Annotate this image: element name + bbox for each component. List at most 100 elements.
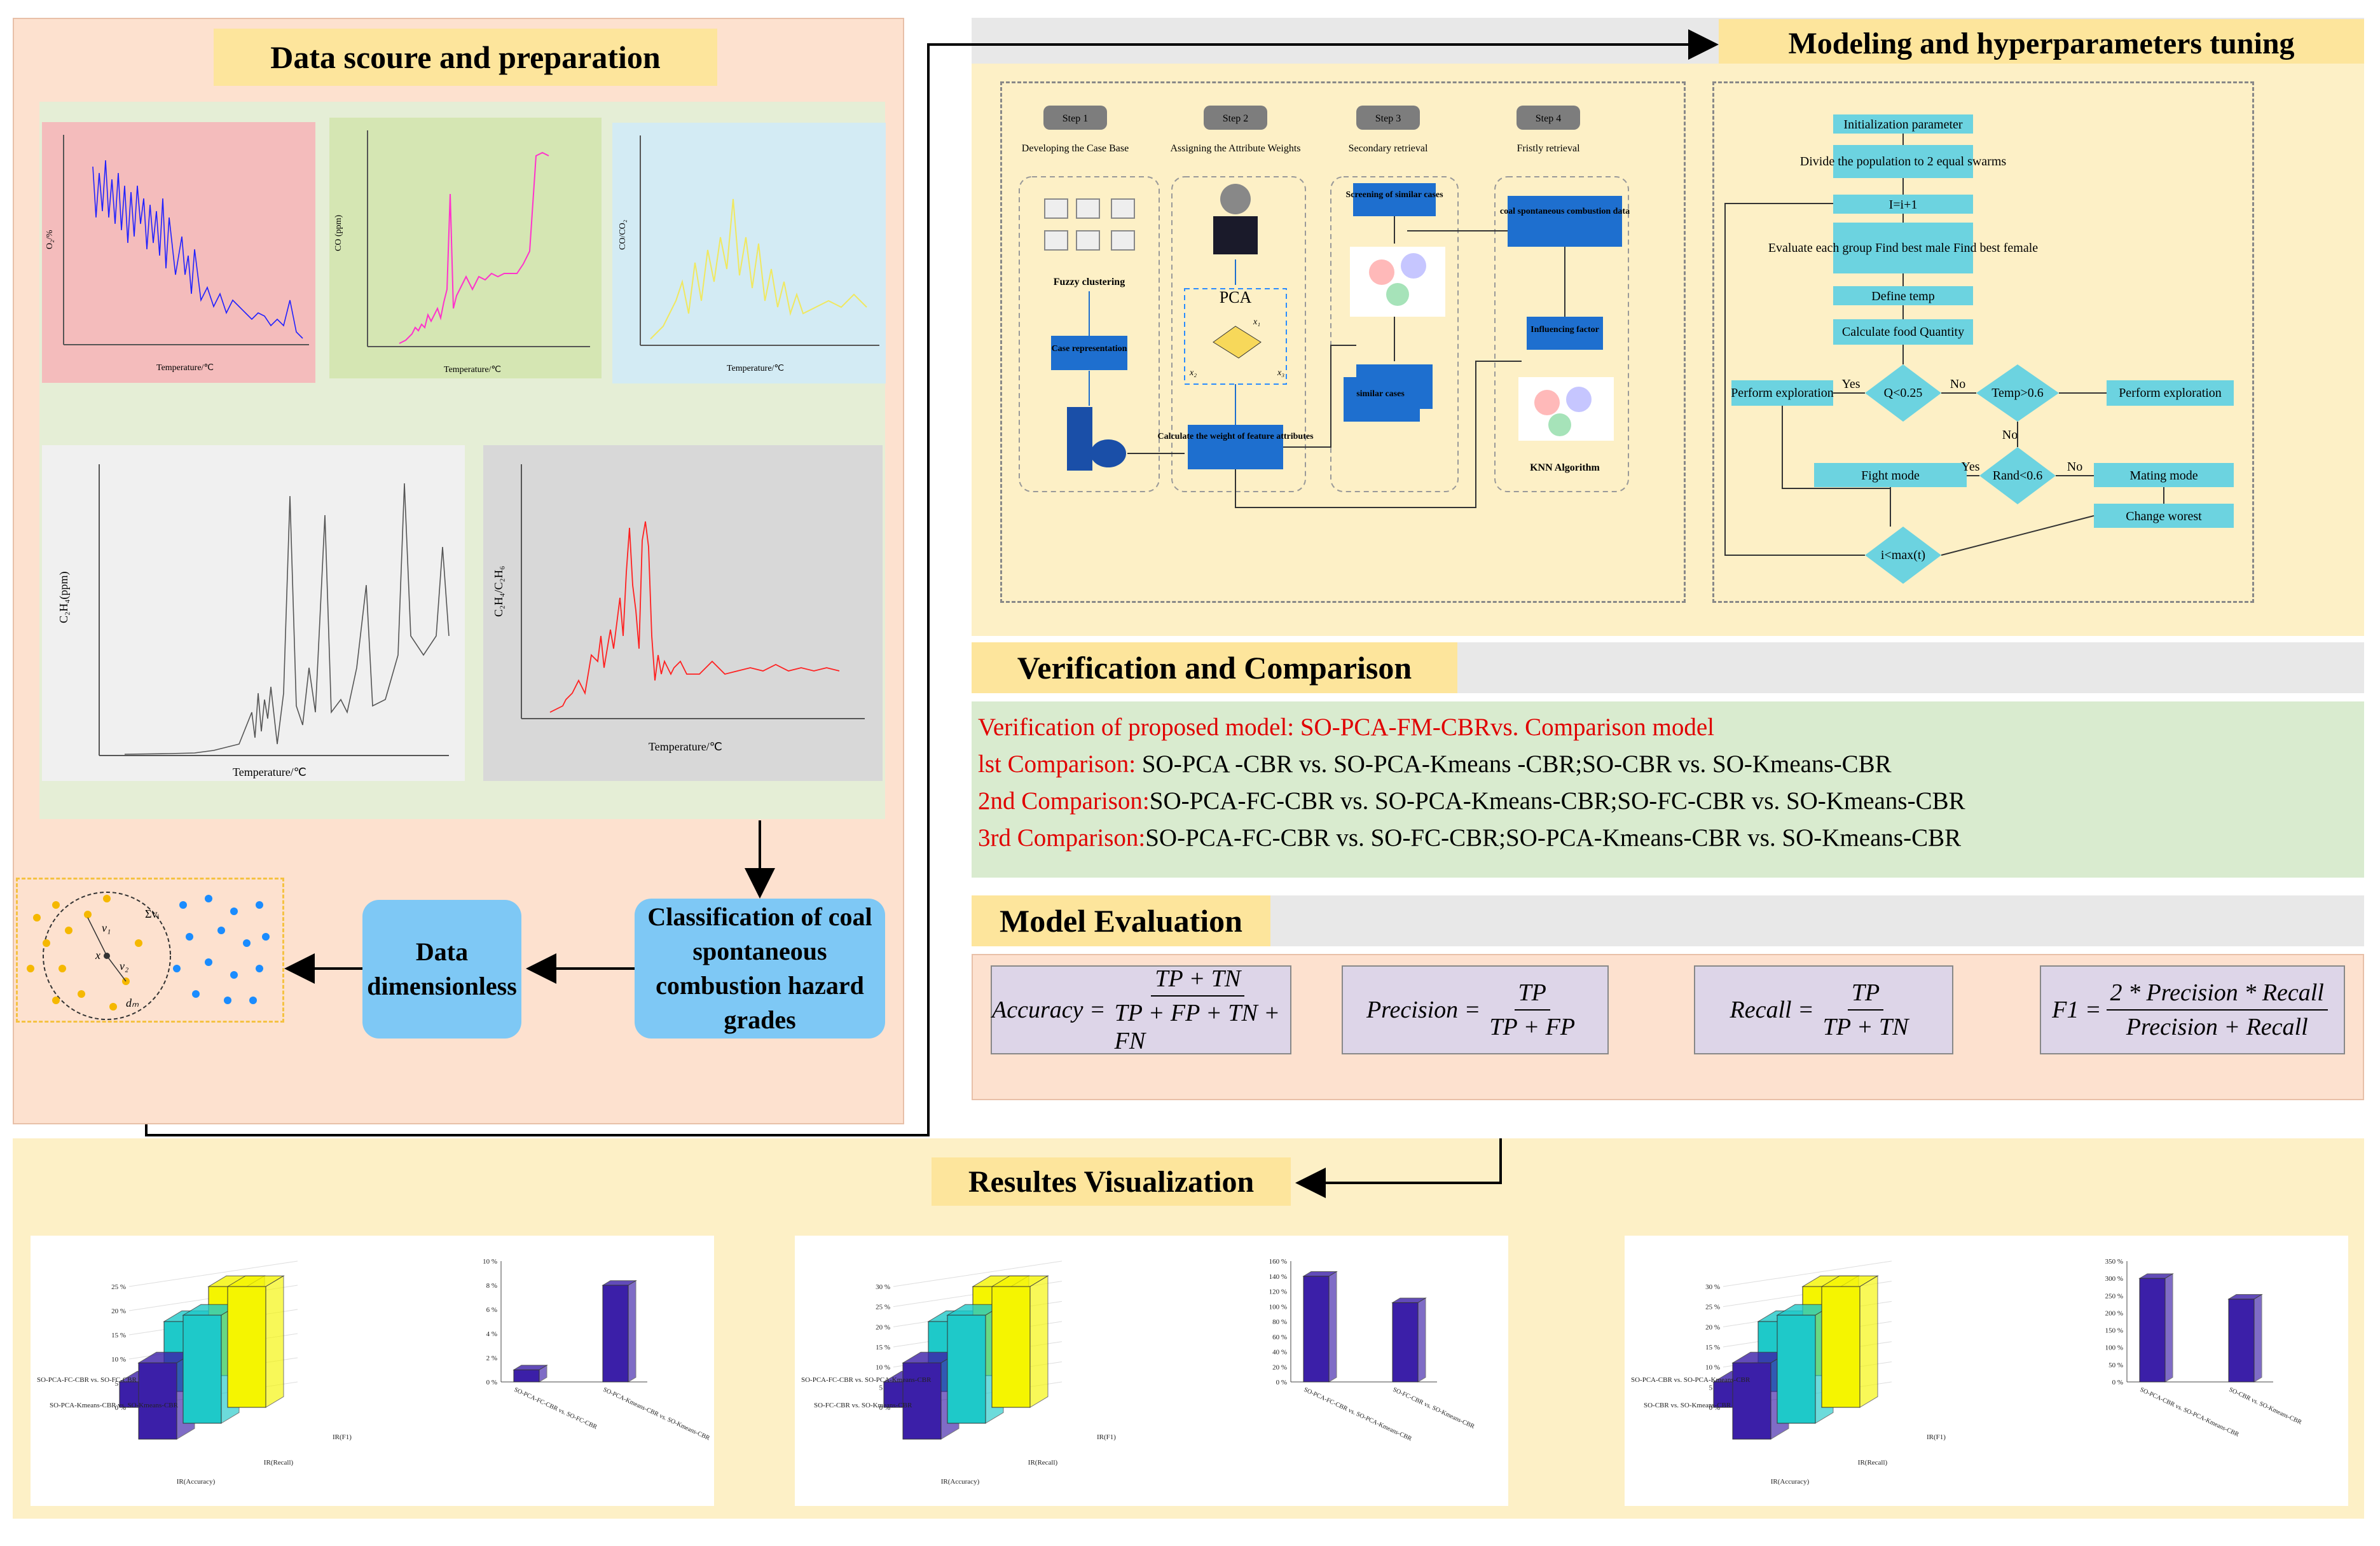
chart2-bar-1-2-front (991, 1286, 1031, 1408)
chart0-cat-0: SO-PCA-FC-CBR vs. SO-FC-CBR (37, 1376, 137, 1384)
chart4-series-0: IR(Accuracy) (1771, 1478, 1810, 1486)
chart1-ytick-0: 0 % (486, 1379, 497, 1386)
precision-num: TP (1514, 979, 1550, 1011)
chart5-ytick-0: 0 % (2112, 1379, 2123, 1386)
co-xlabel: Temperature/℃ (444, 365, 501, 375)
case-representation-label: Case representation (1052, 344, 1127, 354)
chart0-ytick-4: 20 % (111, 1308, 126, 1315)
recall-num: TP (1847, 979, 1884, 1011)
pca-x3: x₃ (1277, 368, 1284, 378)
chart2-bar-1-0-front (902, 1362, 942, 1440)
chart2-ytick-5: 25 % (876, 1304, 890, 1311)
chart4-ytick-5: 25 % (1705, 1304, 1720, 1311)
chart0-bar-1-2-side (265, 1275, 284, 1408)
verification-line-3: 3rd Comparison:SO-PCA-FC-CBR vs. SO-FC-C… (978, 820, 2358, 857)
f1-lhs: F1 (2052, 997, 2079, 1023)
verification-title: Verification and Comparison (972, 642, 1457, 693)
chart0-bar-1-1-front (182, 1315, 222, 1424)
o2-xlabel: Temperature/℃ (156, 363, 214, 373)
chart3-ytick-4: 80 % (1272, 1318, 1287, 1326)
data-prep-title: Data scoure and preparation (214, 29, 717, 86)
so-yes-1: Yes (1841, 377, 1860, 391)
chart4-bar-1-2 (1820, 1275, 1879, 1408)
scatter-x-label: x (95, 949, 100, 962)
so-perform-expl-right: Perform exploration (2119, 386, 2222, 400)
chart4-ytick-2: 10 % (1705, 1364, 1720, 1372)
chart3-ytick-6: 120 % (1269, 1288, 1287, 1296)
chart4-bar-1-2-front (1821, 1286, 1861, 1408)
co-ylabel: CO (ppm) (334, 215, 343, 252)
chart2-series-1: IR(Recall) (1028, 1459, 1058, 1467)
scatter-v2-label: v₂ (120, 960, 128, 972)
chart4-ytick-3: 15 % (1705, 1344, 1720, 1351)
chart4-series-1: IR(Recall) (1858, 1459, 1888, 1467)
step3-caption: Secondary retrieval (1349, 143, 1428, 154)
chart2-cat-1: SO-FC-CBR vs. SO-Kmeans-CBR (814, 1402, 912, 1409)
scatter-illustration: x v₁ v₂ Σvᵢ dₘ (16, 878, 284, 1023)
chart1-bar-0-side (539, 1364, 547, 1383)
database-icon (1090, 439, 1126, 467)
chart1-ytick-4: 8 % (486, 1282, 497, 1290)
scatter-svg: x v₁ v₂ Σvᵢ dₘ (27, 892, 270, 1020)
so-perform-expl-left: Perform exploration (1731, 386, 1834, 400)
so-yes-2: Yes (1961, 460, 1979, 474)
evaluation-title: Model Evaluation (972, 895, 1270, 946)
chart0-ytick-5: 25 % (111, 1283, 126, 1291)
pca-label: PCA (1220, 288, 1252, 307)
chart3-ytick-5: 100 % (1269, 1303, 1287, 1311)
chart2-ytick-2: 10 % (876, 1364, 890, 1372)
coco2-ylabel: CO/CO₂ (618, 219, 628, 250)
chart5-ytick-3: 150 % (2105, 1327, 2123, 1335)
chart5-bar-0-front (2139, 1278, 2166, 1383)
precision-lhs: Precision (1366, 997, 1459, 1023)
scatter-v1-label: v₁ (102, 921, 111, 934)
verification-line-2: 2nd Comparison:SO-PCA-FC-CBR vs. SO-PCA-… (978, 783, 2358, 820)
so-no-1: No (1950, 377, 1965, 391)
chart0-cat-1: SO-PCA-Kmeans-CBR vs. SO-Kmeans-CBR (50, 1402, 179, 1409)
chart3-bar-0 (1302, 1271, 1338, 1383)
verification-line-2-prefix: 2nd Comparison: (978, 787, 1150, 815)
so-iter: I=i+1 (1889, 198, 1918, 212)
coco2-chart-svg: CO/CO₂ Temperature/℃ (618, 135, 879, 373)
so-flowchart: Initialization parameter Divide the popu… (1724, 114, 2234, 584)
o2-chart: O₂/% Temperature/℃ (42, 122, 315, 383)
so-temp: Temp>0.6 (1991, 386, 2044, 400)
accuracy-den: TP + FP + TN + FN (1114, 1000, 1280, 1054)
chart1-bar-0-front (513, 1369, 540, 1383)
so-q: Q<0.25 (1884, 386, 1923, 400)
verification-line-0-text: Verification of proposed model: SO-PCA-F… (978, 714, 1715, 741)
calc-weight-label: Calculate the weight of feature attribut… (1157, 432, 1314, 441)
chart3-ytick-8: 160 % (1269, 1258, 1287, 1266)
similar-cases-label: similar cases (1356, 389, 1405, 399)
chart3-ytick-2: 40 % (1272, 1349, 1287, 1356)
chart4-grid-6 (1723, 1260, 1892, 1287)
co-chart-svg: CO (ppm) Temperature/℃ (334, 130, 590, 375)
chart5-cat-0: SO-PCA-CBR vs. SO-PCA-Kmeans-CBR (2139, 1386, 2240, 1439)
chart2-ytick-6: 30 % (876, 1283, 890, 1291)
verification-line-1-rest: SO-PCA -CBR vs. SO-PCA-Kmeans -CBR;SO-CB… (1141, 750, 1892, 778)
coal-data-label: coal spontaneous combustion data (1500, 207, 1630, 216)
chart5-cat-1: SO-CBR vs. SO-Kmeans-CBR (2228, 1386, 2303, 1426)
coco2-xlabel: Temperature/℃ (727, 364, 784, 373)
accuracy-num: TP + TN (1151, 965, 1245, 997)
verification-line-1: lst Comparison: SO-PCA -CBR vs. SO-PCA-K… (978, 746, 2358, 783)
verification-line-1-prefix: lst Comparison: (978, 750, 1142, 778)
chart1-bar-1-side (628, 1280, 636, 1383)
server-icon (1067, 407, 1092, 471)
influencing-label: Influencing factor (1530, 325, 1599, 335)
chart4-cat-1: SO-CBR vs. SO-Kmeans-CBR (1644, 1402, 1731, 1409)
coco2-chart: CO/CO₂ Temperature/℃ (612, 123, 886, 383)
c2h4-ylabel: C₂H₄(ppm) (57, 571, 71, 623)
pca-x2: x₂ (1189, 368, 1197, 378)
so-food: Calculate food Quantity (1842, 325, 1964, 339)
cluster-plot-icon (1350, 247, 1445, 317)
chart2-series-0: IR(Accuracy) (941, 1478, 980, 1486)
chart0-bar-1-0-front (138, 1362, 177, 1440)
chart1-bar-0 (512, 1364, 548, 1383)
step1-label: Step 1 (1063, 113, 1088, 124)
chart4-bar-1-0-front (1732, 1362, 1771, 1440)
chart4-series-2: IR(F1) (1927, 1433, 1946, 1441)
chart5-ytick-7: 350 % (2105, 1258, 2123, 1266)
